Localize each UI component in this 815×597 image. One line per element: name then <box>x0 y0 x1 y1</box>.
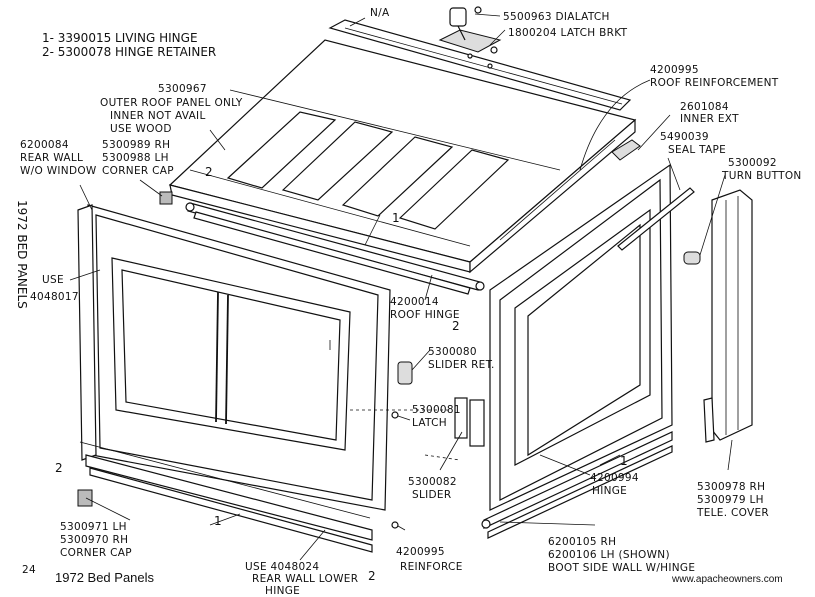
tele-cover <box>703 189 753 443</box>
item-num-1-rear: 1 <box>214 514 222 528</box>
label-rear-lower-desc: REAR WALL LOWER <box>252 573 358 585</box>
label-seal-tape-desc: SEAL TAPE <box>668 144 726 156</box>
label-tele-cover-desc: TELE. COVER <box>696 507 769 519</box>
label-use-part: 4048017 <box>30 291 79 303</box>
item-num-1-roof: 1 <box>392 211 400 225</box>
label-rear-lower-num: USE 4048024 <box>245 561 319 573</box>
label-turn-button-num: 5300092 <box>728 157 777 169</box>
label-roof-hinge-num: 4200014 <box>390 296 439 308</box>
label-turn-button-desc: TURN BUTTON <box>721 170 802 182</box>
label-corner-cap-desc: CORNER CAP <box>102 165 174 177</box>
seal-tape <box>617 187 695 251</box>
slider-parts <box>350 361 485 529</box>
label-outer-roof-wood: USE WOOD <box>110 123 172 135</box>
label-corner-cap-lower-rh: 5300970 RH <box>60 534 128 546</box>
website-credit: www.apacheowners.com <box>671 574 783 585</box>
label-corner-cap-lower-desc: CORNER CAP <box>60 547 132 559</box>
label-reinforce-num: 4200995 <box>396 546 445 558</box>
label-tele-cover-lh: 5300979 LH <box>697 494 764 506</box>
inner-ext-part <box>611 139 641 161</box>
label-slider-desc: SLIDER <box>412 489 451 501</box>
label-corner-cap-rh: 5300989 RH <box>102 139 170 151</box>
label-latch-brkt: 1800204 LATCH BRKT <box>508 27 628 39</box>
label-boot-desc: BOOT SIDE WALL W/HINGE <box>548 562 695 574</box>
figure-caption: 1972 Bed Panels <box>55 570 155 585</box>
label-rear-lower-hinge: HINGE <box>265 585 300 597</box>
label-inner-ext-num: 2601084 <box>680 101 729 113</box>
label-rear-wall-nowin: W/O WINDOW <box>20 165 97 177</box>
label-use: USE <box>42 274 64 286</box>
label-outer-roof-num: 5300967 <box>158 83 207 95</box>
latch-bracket <box>438 6 502 69</box>
turn-button <box>683 251 701 265</box>
item-num-2-roofhinge: 2 <box>452 319 460 333</box>
label-roof-hinge-desc: ROOF HINGE <box>390 309 460 321</box>
label-roof-reinf-num: 4200995 <box>650 64 699 76</box>
roof-panel <box>168 39 637 274</box>
item-num-2-roof: 2 <box>205 165 213 179</box>
label-latch-num: 5300081 <box>412 404 461 416</box>
label-tele-cover-rh: 5300978 RH <box>697 481 765 493</box>
roof-hinge <box>185 202 485 295</box>
label-na: N/A <box>370 7 390 19</box>
label-boot-rh: 6200105 RH <box>548 536 616 548</box>
label-rear-wall-num: 6200084 <box>20 139 69 151</box>
corner-cap-top <box>159 191 173 205</box>
corner-cap-bottom <box>77 489 93 507</box>
item-num-1-side: 1 <box>620 454 628 468</box>
roof-reinforcement <box>328 19 632 111</box>
rear-wall-lower-hinge <box>79 441 373 553</box>
label-slider-ret-desc: SLIDER RET. <box>428 359 495 371</box>
boot-side-wall <box>489 163 673 511</box>
label-dialatch: 5500963 DIALATCH <box>503 11 610 23</box>
label-side-title: 1972 BED PANELS <box>15 200 29 309</box>
label-corner-cap-lower-lh: 5300971 LH <box>60 521 127 533</box>
label-hinge-desc: HINGE <box>592 485 627 497</box>
label-hinge-retainer: 2- 5300078 HINGE RETAINER <box>42 45 216 59</box>
label-slider-ret-num: 5300080 <box>428 346 477 358</box>
label-hinge-num: 4200994 <box>590 472 639 484</box>
label-roof-reinf-desc: ROOF REINFORCEMENT <box>650 77 779 89</box>
label-inner-ext-desc: INNER EXT <box>680 113 739 125</box>
leader-lines <box>69 13 733 561</box>
label-rear-wall-desc: REAR WALL <box>20 152 83 164</box>
label-seal-tape-num: 5490039 <box>660 131 709 143</box>
rear-wall-panel <box>77 204 391 511</box>
side-wall-hinge <box>481 431 673 539</box>
label-latch-desc: LATCH <box>412 417 447 429</box>
page-number: 24 <box>22 564 36 576</box>
label-living-hinge: 1- 3390015 LIVING HINGE <box>42 31 198 45</box>
label-corner-cap-lh: 5300988 LH <box>102 152 169 164</box>
item-num-2-lower: 2 <box>368 569 376 583</box>
label-boot-lh: 6200106 LH (SHOWN) <box>548 549 670 561</box>
label-outer-roof-inner: INNER NOT AVAIL <box>110 110 206 122</box>
label-slider-num: 5300082 <box>408 476 457 488</box>
label-reinforce-desc: REINFORCE <box>400 561 463 573</box>
label-outer-roof-desc: OUTER ROOF PANEL ONLY <box>100 97 243 109</box>
item-num-2-rear: 2 <box>55 461 63 475</box>
